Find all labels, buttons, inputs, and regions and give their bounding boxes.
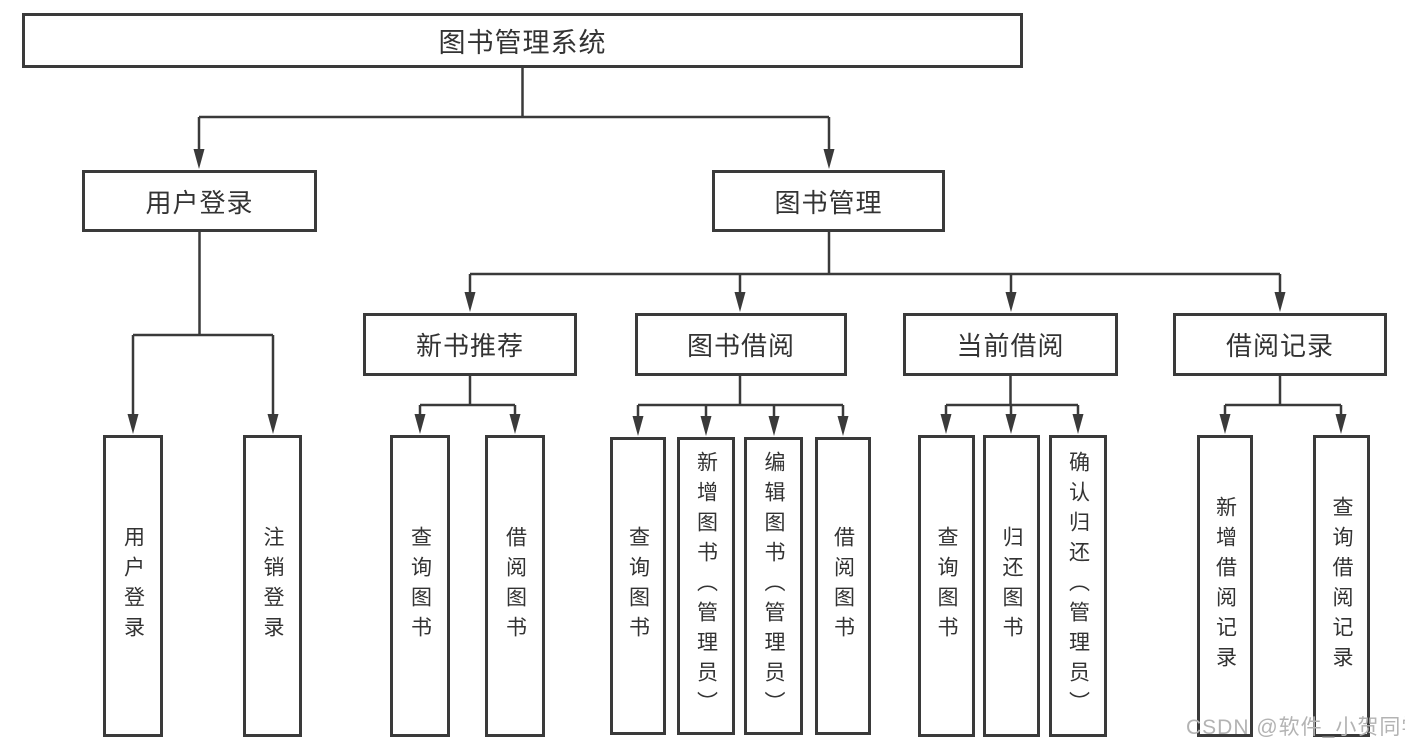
node-book-borrowing-label: 图书借阅 (686, 331, 795, 361)
leaf-current-query-book-label: 查询图书 (935, 526, 958, 646)
leaf-user-login-label: 用户登录 (121, 526, 145, 646)
watermark-text: CSDN @软件_小贺同学 (1186, 716, 1405, 739)
leaf-borrow-query-book: 查询图书 (610, 437, 666, 735)
node-current-borrowing-label: 当前借阅 (956, 331, 1065, 361)
leaf-recommend-query-book: 查询图书 (390, 435, 450, 737)
leaf-recommend-borrow-book: 借阅图书 (485, 435, 545, 737)
leaf-return-book-label: 归还图书 (1000, 526, 1023, 646)
leaf-query-borrow-record-label: 查询借阅记录 (1330, 496, 1353, 676)
node-borrowing-records-label: 借阅记录 (1225, 331, 1334, 361)
leaf-edit-book-admin: 编辑图书（管理员） (744, 437, 803, 735)
node-book-management-label: 图书管理 (774, 187, 883, 218)
leaf-current-query-book: 查询图书 (918, 435, 975, 737)
node-book-borrowing: 图书借阅 (635, 313, 847, 376)
node-user-login: 用户登录 (82, 170, 317, 232)
leaf-query-borrow-record: 查询借阅记录 (1313, 435, 1370, 737)
node-root-label: 图书管理系统 (438, 28, 607, 58)
node-user-login-label: 用户登录 (145, 187, 254, 218)
leaf-confirm-return-admin: 确认归还（管理员） (1049, 435, 1107, 737)
leaf-return-book: 归还图书 (983, 435, 1040, 737)
leaf-logout-label: 注销登录 (261, 526, 284, 646)
leaf-borrow-query-book-label: 查询图书 (626, 526, 650, 646)
leaf-borrow-book-label: 借阅图书 (831, 526, 855, 646)
node-new-book-recommend-label: 新书推荐 (415, 331, 524, 361)
node-root: 图书管理系统 (22, 13, 1023, 68)
leaf-add-borrow-record: 新增借阅记录 (1197, 435, 1253, 737)
leaf-confirm-return-admin-label: 确认归还（管理员） (1066, 451, 1090, 721)
leaf-user-login: 用户登录 (103, 435, 163, 737)
leaf-edit-book-admin-label: 编辑图书（管理员） (762, 451, 785, 721)
node-current-borrowing: 当前借阅 (903, 313, 1118, 376)
leaf-borrow-book: 借阅图书 (815, 437, 871, 735)
node-new-book-recommend: 新书推荐 (363, 313, 577, 376)
leaf-logout: 注销登录 (243, 435, 302, 737)
leaf-recommend-borrow-book-label: 借阅图书 (503, 526, 527, 646)
leaf-add-book-admin-label: 新增图书（管理员） (694, 451, 718, 721)
leaf-add-book-admin: 新增图书（管理员） (677, 437, 735, 735)
leaf-add-borrow-record-label: 新增借阅记录 (1213, 496, 1237, 676)
leaf-recommend-query-book-label: 查询图书 (408, 526, 432, 646)
node-book-management: 图书管理 (712, 170, 945, 232)
node-borrowing-records: 借阅记录 (1173, 313, 1387, 376)
